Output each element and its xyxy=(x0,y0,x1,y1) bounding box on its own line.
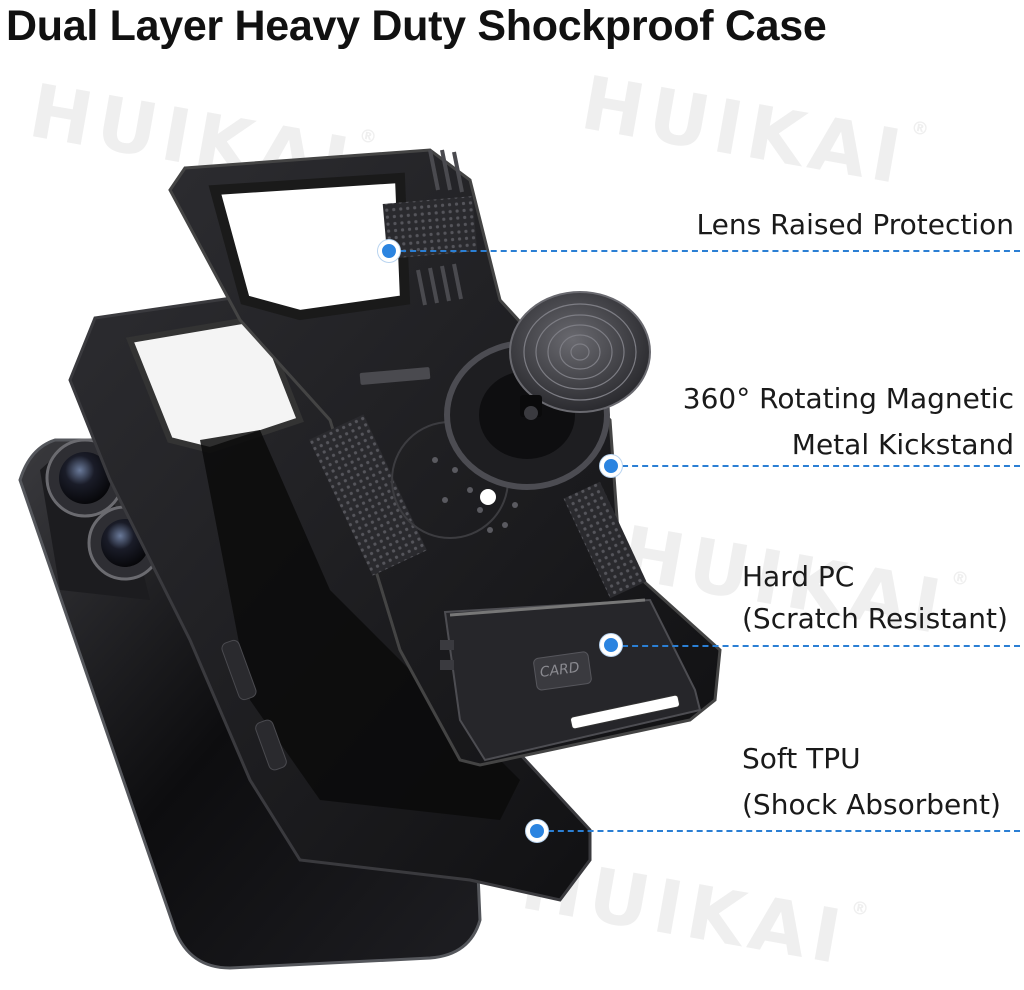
callout-hard-pc: Hard PC (Scratch Resistant) xyxy=(742,560,1022,636)
callout-leader-line xyxy=(612,465,1020,467)
callout-line: Lens Raised Protection xyxy=(696,208,1015,241)
callout-marker-dot xyxy=(526,820,548,842)
callout-marker-dot xyxy=(600,634,622,656)
callout-lens-protection: Lens Raised Protection xyxy=(620,208,1015,242)
callout-line: (Shock Absorbent) xyxy=(742,788,1001,821)
callout-line: 360° Rotating Magnetic xyxy=(682,382,1014,415)
callout-soft-tpu: Soft TPU (Shock Absorbent) xyxy=(742,742,1022,822)
callout-leader-line xyxy=(612,645,1020,647)
callout-marker-dot xyxy=(378,240,400,262)
callout-leader-line xyxy=(390,250,1020,252)
callout-line: Soft TPU xyxy=(742,742,861,775)
callout-leader-line xyxy=(538,830,1020,832)
card-slot-label: CARD xyxy=(539,660,581,681)
callout-line: Metal Kickstand xyxy=(791,428,1014,461)
callout-line: Hard PC xyxy=(742,560,855,593)
callout-marker-dot xyxy=(600,455,622,477)
pc-case-layer: CARD xyxy=(168,148,722,767)
callout-kickstand: 360° Rotating Magnetic Metal Kickstand xyxy=(600,382,1014,462)
page-title: Dual Layer Heavy Duty Shockproof Case xyxy=(6,2,827,50)
callout-line: (Scratch Resistant) xyxy=(742,602,1008,635)
